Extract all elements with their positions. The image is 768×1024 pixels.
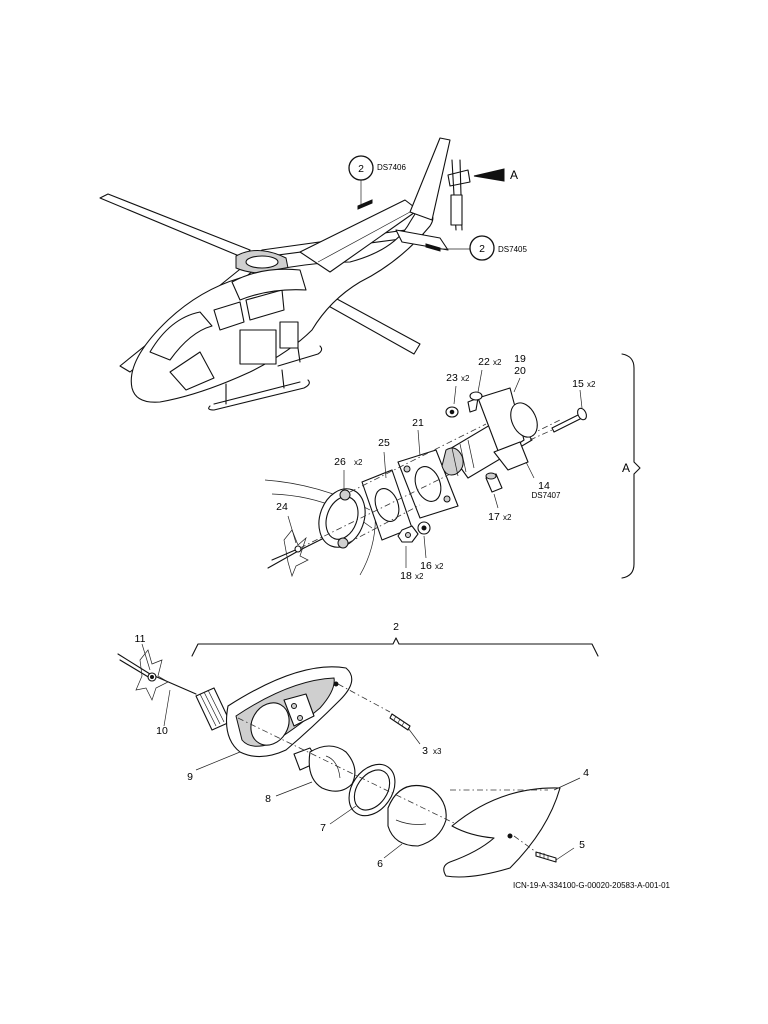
label-item-7: 7 [320, 822, 326, 834]
view-a-arrow-label: A [510, 168, 518, 182]
detail-a-exploded-view: A [264, 353, 641, 582]
callout-ref-bottom: DS7405 [498, 245, 527, 254]
label-item-17: 17 x2 [488, 511, 512, 523]
svg-text:16: 16 [420, 560, 432, 572]
label-item-20: 20 [514, 365, 526, 377]
detail-a-bracket [621, 353, 641, 579]
label-item-18: 18 x2 [400, 570, 424, 582]
label-item-21: 21 [412, 417, 424, 429]
label-item-26: 26 x2 [334, 456, 363, 468]
svg-text:x2: x2 [503, 513, 512, 522]
svg-text:3: 3 [422, 745, 428, 757]
label-item-3: 3 x3 [422, 745, 442, 757]
svg-text:14: 14 [538, 480, 550, 492]
callout-circle-top-label: 2 [358, 163, 364, 175]
svg-text:15: 15 [572, 378, 584, 390]
label-item-14: 14 DS7407 [532, 480, 561, 500]
view-a-arrow: A [473, 168, 518, 182]
callout-circle-top [348, 155, 374, 181]
detail-a-bracket-label: A [622, 461, 630, 475]
helicopter-illustration [99, 137, 471, 411]
svg-text:x2: x2 [354, 458, 363, 467]
svg-text:x2: x2 [587, 380, 596, 389]
svg-text:DS7407: DS7407 [532, 491, 561, 500]
label-item-8: 8 [265, 793, 271, 805]
assembly-bracket-label: 2 [393, 621, 399, 633]
label-item-25: 25 [378, 437, 390, 449]
assembly-bracket [191, 637, 599, 657]
label-item-4: 4 [583, 767, 589, 779]
label-item-10: 10 [156, 725, 168, 737]
label-item-19: 19 [514, 353, 526, 365]
callout-ds7405: 2 DS7405 [440, 235, 527, 261]
label-item-6: 6 [377, 858, 383, 870]
label-item-23: 23 x2 [446, 372, 470, 384]
label-item-5: 5 [579, 839, 585, 851]
svg-text:22: 22 [478, 356, 490, 368]
light-assembly-exploded-view: 2 [117, 621, 599, 878]
svg-text:x2: x2 [493, 358, 502, 367]
callout-ref-top: DS7406 [377, 163, 406, 172]
label-item-11: 11 [135, 633, 146, 645]
callout-circle-bottom-label: 2 [479, 243, 485, 255]
svg-text:x2: x2 [461, 374, 470, 383]
label-item-16: 16 x2 [420, 560, 444, 572]
svg-text:23: 23 [446, 372, 458, 384]
svg-text:18: 18 [400, 570, 412, 582]
label-item-9: 9 [187, 771, 193, 783]
svg-text:x2: x2 [435, 562, 444, 571]
callout-circle-bottom [469, 235, 495, 261]
label-item-15: 15 x2 [572, 378, 596, 390]
icn-code: ICN-19-A-334100-G-00020-20583-A-001-01 [513, 881, 671, 890]
svg-text:26: 26 [334, 456, 346, 468]
svg-text:x3: x3 [433, 747, 442, 756]
label-item-24: 24 [276, 501, 288, 513]
svg-text:17: 17 [488, 511, 500, 523]
svg-text:x2: x2 [415, 572, 424, 581]
callout-ds7406: 2 DS7406 [348, 155, 406, 205]
label-item-22: 22 x2 [478, 356, 502, 368]
